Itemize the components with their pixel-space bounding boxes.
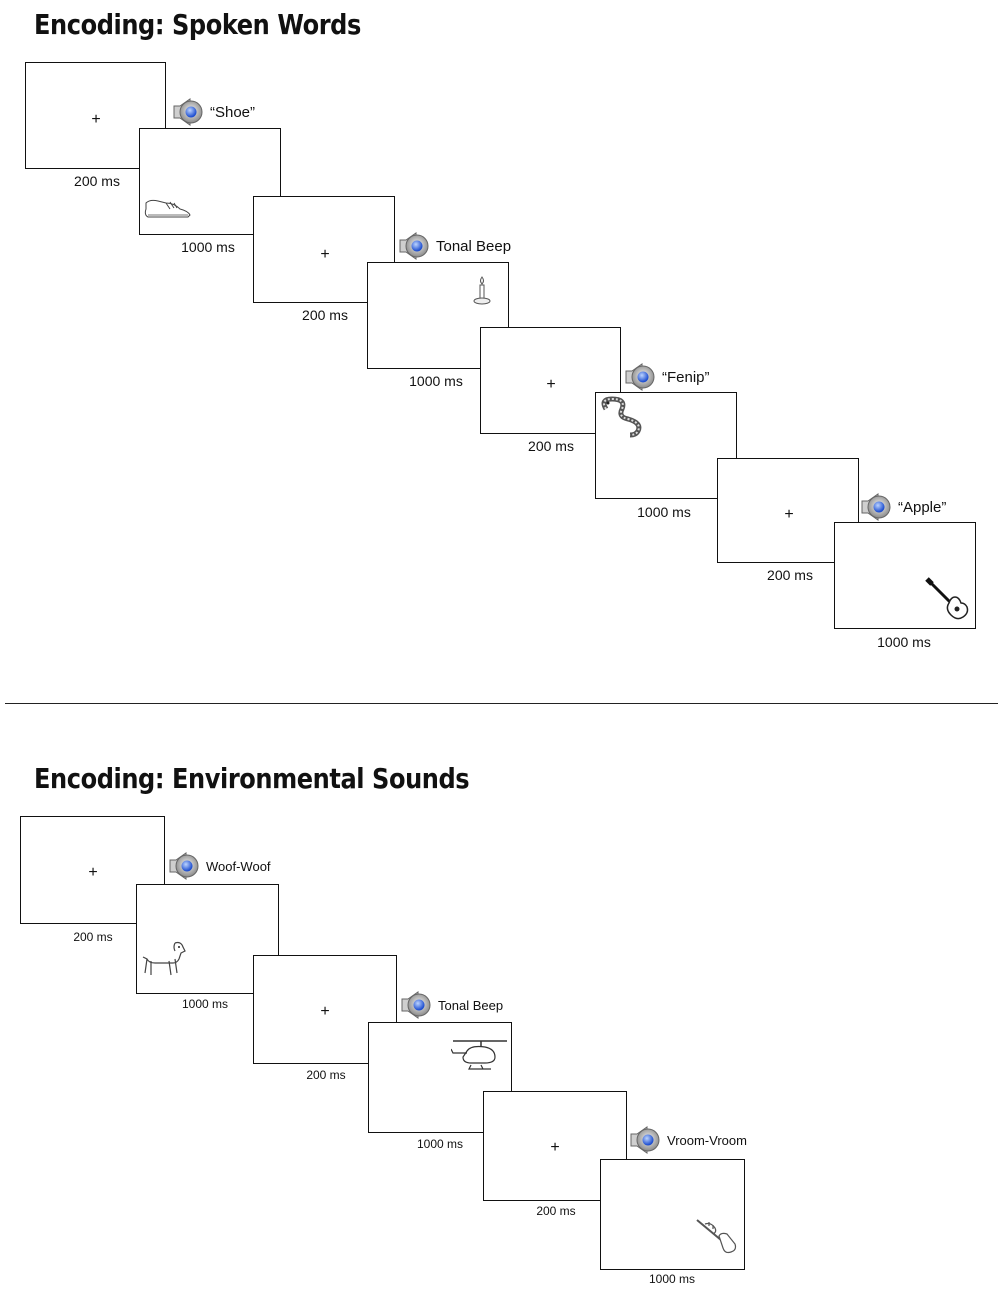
speaker-icon — [861, 493, 891, 521]
speaker-icon — [399, 232, 429, 260]
panel-title-spoken-words: Encoding: Spoken Words — [34, 8, 361, 41]
fixation-duration: 200 ms — [302, 307, 348, 323]
sound-cue: Tonal Beep — [400, 990, 503, 1020]
sound-label: “Shoe” — [210, 103, 256, 121]
fixation-duration: 200 ms — [73, 930, 113, 944]
sound-label: “Fenip” — [662, 368, 710, 386]
picture-duration: 1000 ms — [648, 1272, 696, 1286]
fixation-cross: + — [784, 506, 794, 523]
candle-icon — [473, 276, 491, 305]
dog-icon — [142, 941, 186, 976]
picture-duration: 1000 ms — [637, 504, 691, 520]
picture-duration: 1000 ms — [416, 1137, 464, 1151]
section-divider — [5, 703, 998, 704]
snake-icon — [601, 396, 642, 438]
sound-cue: Woof-Woof — [168, 851, 271, 881]
picture-screen — [595, 392, 737, 499]
fixation-duration: 200 ms — [528, 438, 574, 454]
picture-duration: 1000 ms — [181, 997, 229, 1011]
sound-label: Vroom-Vroom — [667, 1132, 747, 1148]
sound-cue: “Apple” — [860, 492, 946, 522]
sound-label: Tonal Beep — [436, 237, 512, 255]
speaker-icon — [630, 1126, 660, 1154]
fixation-cross: + — [550, 1139, 560, 1156]
speaker-icon — [169, 852, 199, 880]
sound-cue: Tonal Beep — [398, 231, 511, 261]
sound-cue: “Shoe” — [172, 97, 255, 127]
fixation-cross: + — [91, 111, 101, 128]
picture-duration: 1000 ms — [877, 634, 931, 650]
fixation-cross: + — [320, 246, 330, 263]
sound-cue: Vroom-Vroom — [629, 1125, 747, 1155]
fixation-duration: 200 ms — [306, 1068, 346, 1082]
trumpet-icon — [696, 1219, 737, 1254]
picture-duration: 1000 ms — [409, 373, 463, 389]
sound-label: Tonal Beep — [438, 997, 504, 1013]
speaker-icon — [173, 98, 203, 126]
fixation-cross: + — [88, 864, 98, 881]
picture-duration: 1000 ms — [181, 239, 235, 255]
fixation-cross: + — [320, 1003, 330, 1020]
sound-label: “Apple” — [898, 498, 947, 516]
fixation-duration: 200 ms — [767, 567, 813, 583]
sound-cue: “Fenip” — [624, 362, 710, 392]
speaker-icon — [625, 363, 655, 391]
guitar-icon — [925, 577, 969, 620]
speaker-icon — [401, 991, 431, 1019]
picture-screen — [834, 522, 976, 629]
fixation-duration: 200 ms — [74, 173, 120, 189]
panel-title-environmental-sounds: Encoding: Environmental Sounds — [34, 762, 470, 795]
shoe-icon — [144, 199, 191, 218]
picture-screen — [600, 1159, 745, 1270]
fixation-duration: 200 ms — [536, 1204, 576, 1218]
fixation-cross: + — [546, 376, 556, 393]
helicopter-icon — [451, 1040, 507, 1070]
sound-label: Woof-Woof — [206, 858, 271, 874]
